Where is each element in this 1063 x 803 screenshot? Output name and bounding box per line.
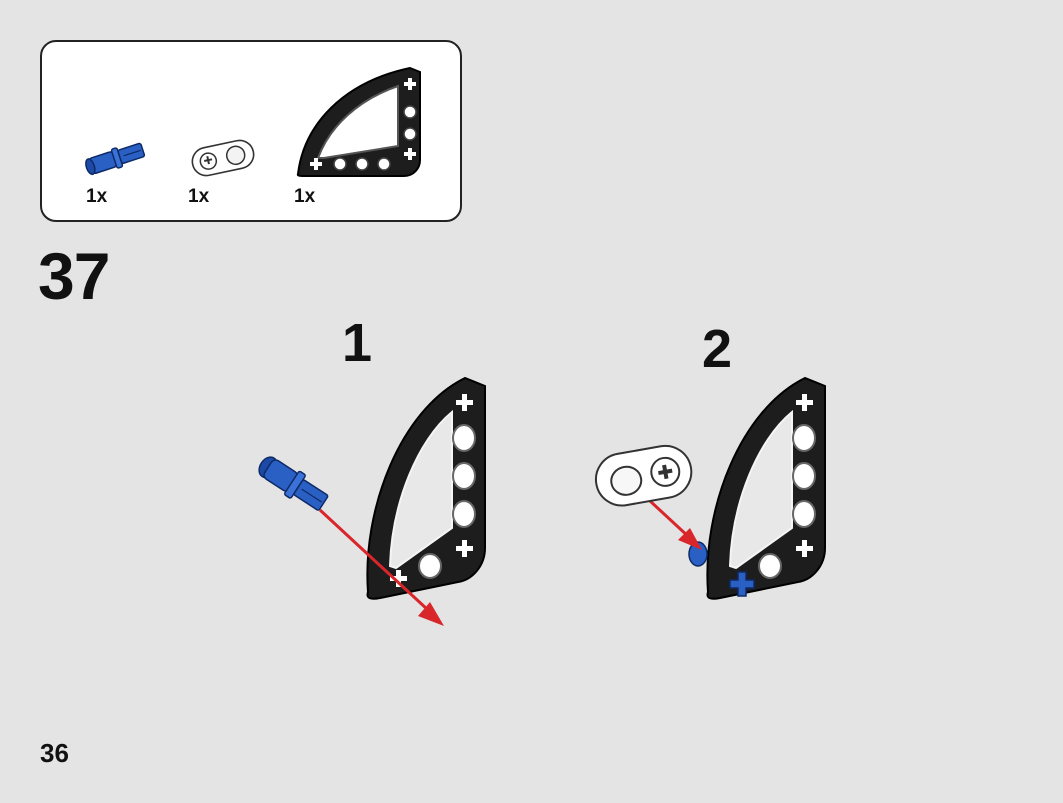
blue-axle-pin-quantity: 1x	[86, 186, 108, 207]
white-beam-quantity: 1x	[188, 186, 210, 207]
insertion-arrow-icon	[318, 508, 444, 626]
parts-list-box: 1x 1x 1x	[40, 40, 462, 222]
black-curved-frame-quantity: 1x	[294, 186, 316, 207]
substep-2-illustration	[594, 376, 826, 600]
blue-axle-pin-icon	[85, 142, 146, 176]
blue-axle-pin-icon	[688, 541, 755, 597]
black-curved-frame-icon	[706, 376, 826, 600]
substep-2-label: 2	[702, 319, 733, 379]
white-beam-icon	[191, 139, 255, 177]
black-curved-frame-icon	[296, 66, 421, 177]
substep-1-illustration	[258, 376, 486, 626]
blue-axle-pin-icon	[258, 456, 329, 511]
page-number: 36	[40, 738, 69, 768]
black-curved-frame-icon	[366, 376, 486, 600]
step-number: 37	[38, 239, 110, 313]
substep-1-label: 1	[342, 313, 373, 373]
white-beam-icon	[594, 444, 693, 507]
